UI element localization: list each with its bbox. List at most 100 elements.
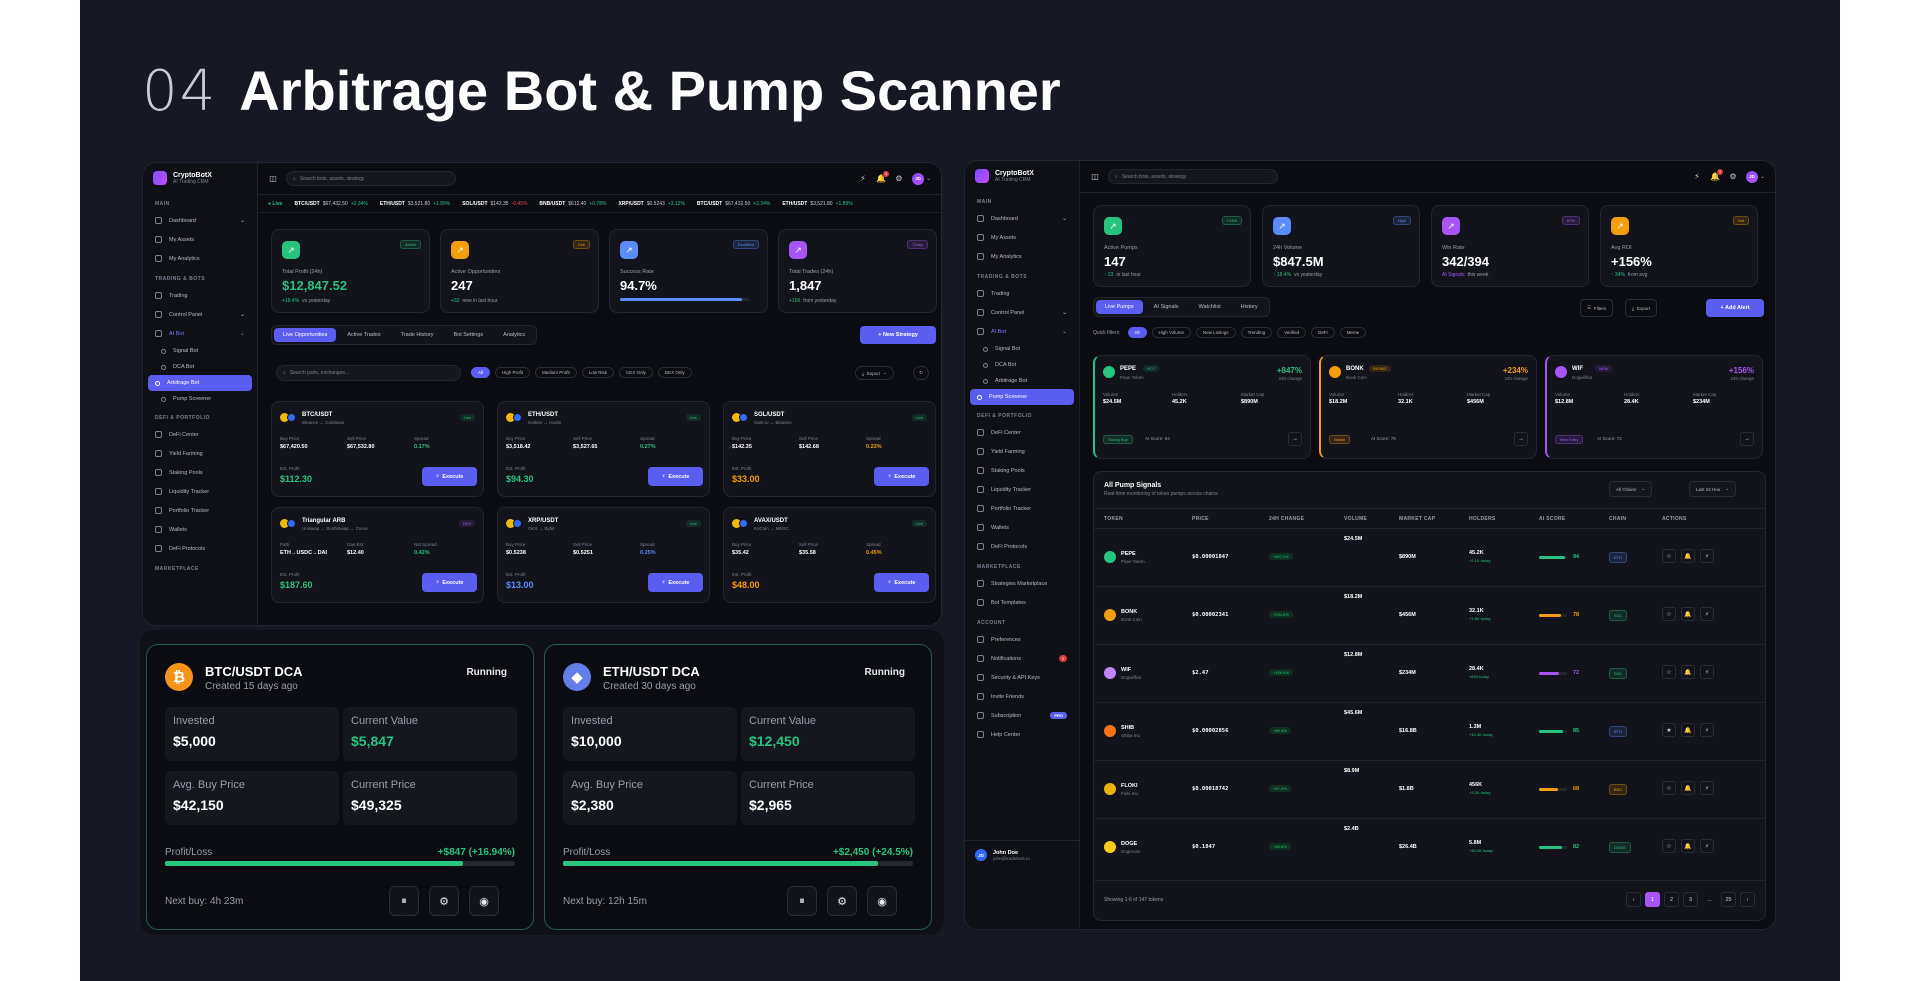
filter-high-profit[interactable]: High Profit <box>495 367 531 378</box>
sidebar-item-signal-bot[interactable]: Signal Bot <box>965 341 1079 357</box>
sidebar-item-staking-pools[interactable]: Staking Pools <box>143 463 257 482</box>
bell-button[interactable]: 🔔 <box>1681 665 1695 679</box>
tab-bot-settings[interactable]: Bot Settings <box>453 332 484 338</box>
export-button[interactable]: ⤓Export <box>1625 299 1658 317</box>
quick-filter-high-volume[interactable]: High Volume <box>1151 327 1192 338</box>
tab-active-trades[interactable]: Active Trades <box>347 332 381 338</box>
quick-filter-new-listings[interactable]: New Listings <box>1196 327 1236 338</box>
sidebar-toggle-button[interactable]: ◫ <box>268 174 278 184</box>
tab-live-pumps[interactable]: Live Pumps <box>1096 300 1143 314</box>
sidebar-item-portfolio-tracker[interactable]: Portfolio Tracker <box>965 499 1079 518</box>
quick-filter-all[interactable]: All <box>1127 327 1147 338</box>
bell-button[interactable]: 🔔 <box>1681 607 1695 621</box>
sidebar-item-control-panel[interactable]: Control Panel⌄ <box>143 305 257 324</box>
sidebar-item-wallets[interactable]: Wallets <box>143 520 257 539</box>
view-button[interactable]: ◉ <box>867 886 897 916</box>
pause-button[interactable]: ⏸ <box>787 886 817 916</box>
sidebar-item-defi-protocols[interactable]: DeFi Protocols <box>965 537 1079 556</box>
tab-trade-history[interactable]: Trade History <box>400 332 434 338</box>
sidebar-toggle-button[interactable]: ◫ <box>1090 172 1100 182</box>
bell-button[interactable]: 🔔 <box>1681 723 1695 737</box>
lightning-button[interactable]: ⚡ <box>1700 839 1714 853</box>
sidebar-item-pump-screener[interactable]: Pump Screener <box>970 389 1074 405</box>
star-button[interactable]: ☆ <box>1662 781 1676 795</box>
user-menu[interactable]: JD⌄ <box>1745 170 1765 183</box>
star-button[interactable]: ☆ <box>1662 549 1676 563</box>
page-25[interactable]: 25 <box>1721 892 1736 907</box>
sidebar-item-strategies-marketplace[interactable]: Strategies Marketplace <box>965 574 1079 593</box>
quick-filter-trending[interactable]: Trending <box>1240 327 1273 338</box>
sidebar-item-security-api-keys[interactable]: Security & API Keys <box>965 668 1079 687</box>
sidebar-item-my-analytics[interactable]: My Analytics <box>143 249 257 268</box>
bell-button[interactable]: 🔔 <box>1681 781 1695 795</box>
add-alert-button[interactable]: + Add Alert <box>1706 299 1764 317</box>
sidebar-item-help-center[interactable]: Help Center <box>965 725 1079 744</box>
sidebar-item-my-assets[interactable]: My Assets <box>965 228 1079 247</box>
quick-filter-defi[interactable]: DeFi <box>1311 327 1335 338</box>
sidebar-item-liquidity-tracker[interactable]: Liquidity Tracker <box>965 480 1079 499</box>
notifications-button[interactable]: 🔔3 <box>1710 168 1723 182</box>
sidebar-item-defi-center[interactable]: DeFi Center <box>143 425 257 444</box>
sidebar-item-defi-center[interactable]: DeFi Center <box>965 423 1079 442</box>
sidebar-item-arbitrage-bot[interactable]: Arbitrage Bot <box>148 375 252 391</box>
sidebar-item-my-assets[interactable]: My Assets <box>143 230 257 249</box>
export-button[interactable]: ⤓Export⌄ <box>855 366 894 380</box>
sidebar-item-yield-farming[interactable]: Yield Farming <box>143 444 257 463</box>
page-1[interactable]: 1 <box>1645 892 1660 907</box>
lightning-button[interactable]: ⚡ <box>1700 781 1714 795</box>
global-search-input[interactable]: ⌕Search bots, assets, strategy <box>286 171 456 186</box>
lightning-button[interactable]: ⚡ <box>1700 665 1714 679</box>
sidebar-item-defi-protocols[interactable]: DeFi Protocols <box>143 539 257 558</box>
sidebar-item-liquidity-tracker[interactable]: Liquidity Tracker <box>143 482 257 501</box>
view-button[interactable]: ◉ <box>469 886 499 916</box>
lightning-button[interactable]: ⚡ <box>1700 723 1714 737</box>
sidebar-item-yield-farming[interactable]: Yield Farming <box>965 442 1079 461</box>
quick-filter-meme[interactable]: Meme <box>1339 327 1367 338</box>
tab-watchlist[interactable]: Watchlist <box>1198 304 1221 310</box>
global-search-input[interactable]: ⌕Search bots, assets, strategy <box>1108 169 1278 184</box>
sidebar-item-trading[interactable]: Trading <box>143 286 257 305</box>
open-token-button[interactable]: → <box>1740 432 1754 446</box>
filter-all[interactable]: All <box>471 367 491 378</box>
chain-filter-select[interactable]: All Chains⌄ <box>1609 481 1653 497</box>
star-button[interactable]: ★ <box>1662 723 1676 737</box>
tab-history[interactable]: History <box>1240 304 1258 310</box>
sidebar-item-control-panel[interactable]: Control Panel⌄ <box>965 303 1079 322</box>
quick-filter-verified[interactable]: Verified <box>1277 327 1307 338</box>
sidebar-item-ai-bot[interactable]: AI Bot⌄ <box>965 322 1079 341</box>
sidebar-item-wallets[interactable]: Wallets <box>965 518 1079 537</box>
open-token-button[interactable]: → <box>1288 432 1302 446</box>
quick-action-button[interactable]: ⚡ <box>1692 172 1702 182</box>
sidebar-item-dca-bot[interactable]: DCA Bot <box>965 357 1079 373</box>
filter-cex-only[interactable]: CEX Only <box>619 367 653 378</box>
sidebar-item-portfolio-tracker[interactable]: Portfolio Tracker <box>143 501 257 520</box>
notifications-button[interactable]: 🔔3 <box>876 170 889 184</box>
sidebar-item-ai-bot[interactable]: AI Bot⌄ <box>143 324 257 343</box>
user-menu[interactable]: JD⌄ <box>911 172 931 185</box>
tab-ai-signals[interactable]: AI Signals <box>1153 304 1179 310</box>
filter-medium-profit[interactable]: Medium Profit <box>535 367 577 378</box>
settings-button[interactable]: ⚙ <box>827 886 857 916</box>
settings-button[interactable]: ⚙ <box>1728 172 1738 182</box>
bell-button[interactable]: 🔔 <box>1681 839 1695 853</box>
lightning-button[interactable]: ⚡ <box>1700 607 1714 621</box>
sidebar-item-trading[interactable]: Trading <box>965 284 1079 303</box>
execute-button[interactable]: ⚡Execute <box>648 467 703 486</box>
execute-button[interactable]: ⚡Execute <box>422 467 477 486</box>
